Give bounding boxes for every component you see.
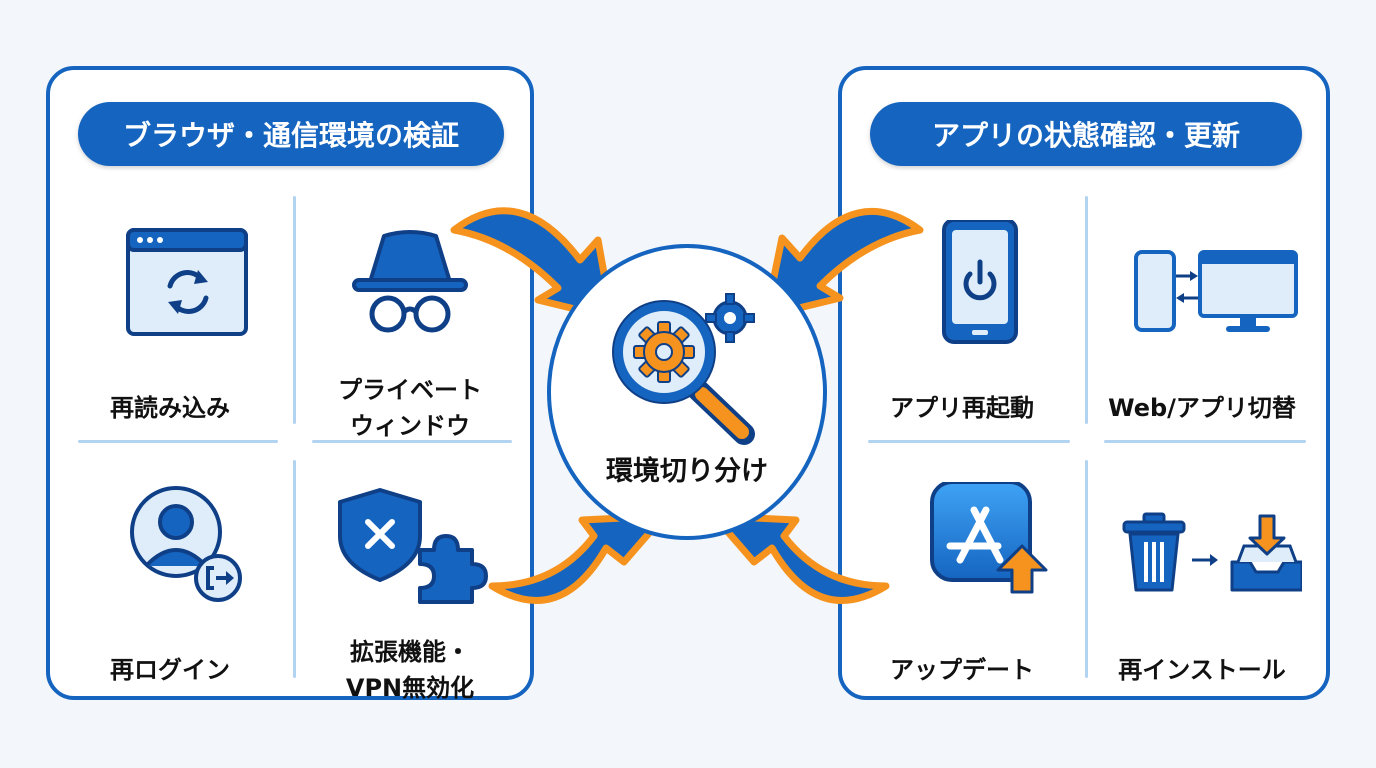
center-label: 環境切り分け <box>606 455 768 487</box>
relogin-item: 再ログイン <box>60 482 280 732</box>
divider <box>78 440 278 443</box>
web-app-switch-label: Web/アプリ切替 <box>1108 394 1296 422</box>
right-panel: アプリの状態確認・更新 アプリ再起動 Web/アプリ切替 <box>838 66 1330 700</box>
divider <box>1085 196 1088 424</box>
left-panel-title: ブラウザ・通信環境の検証 <box>78 102 504 166</box>
divider <box>312 440 512 443</box>
reload-item: 再読み込み <box>60 220 280 470</box>
relogin-label: 再ログイン <box>110 656 230 684</box>
browser-reload-icon <box>126 228 248 336</box>
private-window-item: プライベート ウィンドウ <box>300 220 520 470</box>
divider <box>1104 440 1306 443</box>
app-store-update-icon <box>930 482 1048 594</box>
private-window-label: プライベート ウィンドウ <box>338 376 482 440</box>
divider <box>1085 460 1088 678</box>
trash-reinstall-icon <box>1122 512 1302 592</box>
incognito-icon <box>352 230 468 333</box>
app-restart-label: アプリ再起動 <box>890 394 1034 422</box>
web-app-switch-item: Web/アプリ切替 <box>1092 220 1312 470</box>
reload-label: 再読み込み <box>110 394 230 422</box>
reinstall-label: 再インストール <box>1118 656 1286 684</box>
update-label: アップデート <box>890 656 1034 684</box>
disable-extensions-label: 拡張機能・ VPN無効化 <box>345 638 475 702</box>
divider <box>293 196 296 424</box>
reinstall-item: 再インストール <box>1092 482 1312 732</box>
disable-extensions-item: 拡張機能・ VPN無効化 <box>300 482 520 732</box>
update-item: アップデート <box>852 482 1072 732</box>
phone-monitor-switch-icon <box>1134 250 1298 332</box>
arrow-bottom-right <box>710 512 890 604</box>
user-logout-icon <box>130 486 242 602</box>
shield-puzzle-icon <box>338 488 488 604</box>
left-panel: ブラウザ・通信環境の検証 再読み込み プライベート ウィンドウ <box>46 66 534 702</box>
app-restart-item: アプリ再起動 <box>852 220 1072 470</box>
phone-power-icon <box>942 220 1018 344</box>
center-circle <box>547 244 827 540</box>
divider <box>293 460 296 678</box>
arrow-bottom-left <box>488 512 668 604</box>
magnifier-gear-icon <box>612 293 755 445</box>
divider <box>868 440 1070 443</box>
arrow-top-right <box>762 207 924 320</box>
right-panel-title: アプリの状態確認・更新 <box>870 102 1302 166</box>
